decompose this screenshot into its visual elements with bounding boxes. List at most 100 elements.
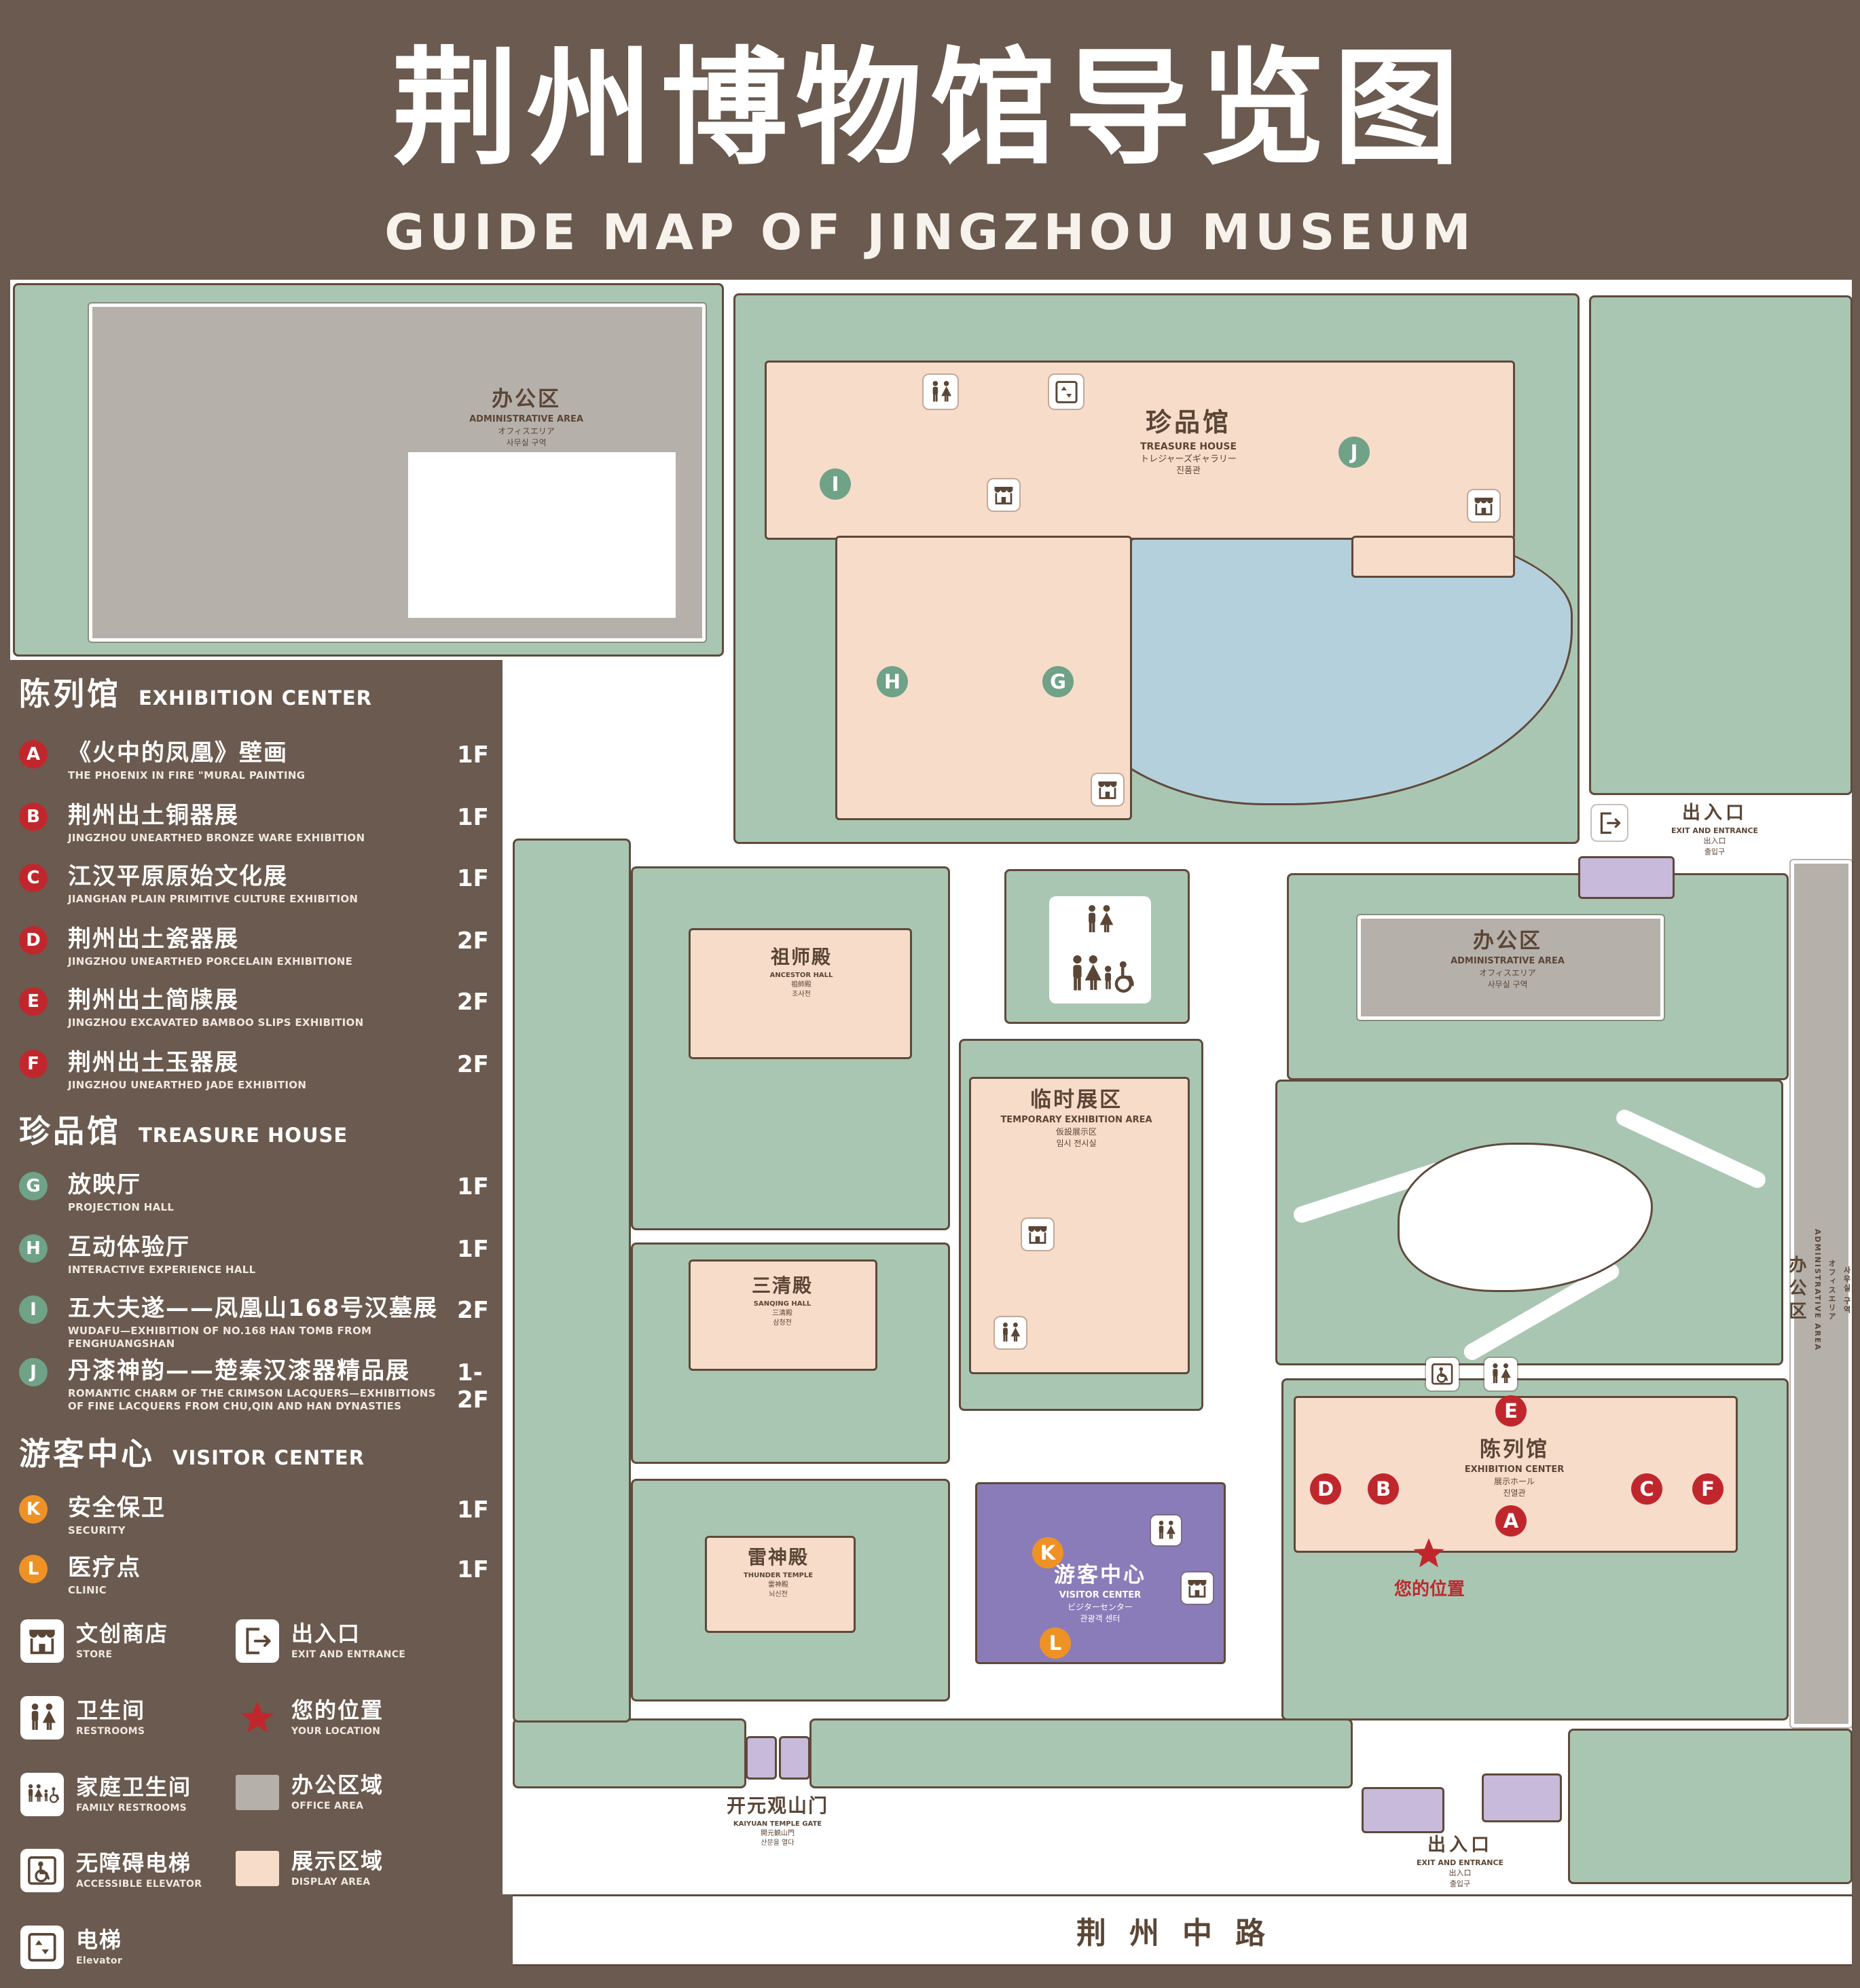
- lawn-southeast: [1568, 1729, 1853, 1884]
- legend-item-D: D 荆州出土瓷器展 JINGZHOU UNEARTHED PORCELAIN E…: [19, 925, 494, 968]
- legend-symbol-office-area: 办公区域 OFFICE AREA: [236, 1773, 384, 1812]
- legend-symbol-elevator: 电梯 Elevator: [20, 1926, 122, 1969]
- marker-F: F: [1692, 1473, 1724, 1505]
- legend-symbol-restrooms: 卫生间 RESTROOMS: [20, 1696, 145, 1740]
- legend-section-visitor-center: 游客中心 VISITOR CENTER: [19, 1435, 365, 1472]
- floor-badge: 1F: [457, 1236, 489, 1263]
- marker-A: A: [19, 740, 48, 769]
- legend-symbol-display-area: 展示区域 DISPLAY AREA: [236, 1849, 384, 1888]
- store-icon: [1182, 1572, 1213, 1604]
- entrance-building-south-left: [1362, 1787, 1444, 1833]
- legend-item-G: G 放映厅 PROJECTION HALL 1F: [19, 1171, 494, 1214]
- sanqing-hall-building: [689, 1259, 877, 1371]
- admin-building-far-east: [1791, 860, 1852, 1727]
- marker-F: F: [19, 1050, 48, 1078]
- lawn-west-strip: [513, 839, 631, 1723]
- admin-building-northwest: [89, 303, 706, 642]
- legend-item-C: C 江汉平原原始文化展 JIANGHAN PLAIN PRIMITIVE CUL…: [19, 863, 494, 906]
- legend-item-F: F 荆州出土玉器展 JINGZHOU UNEARTHED JADE EXHIBI…: [19, 1049, 494, 1092]
- floor-badge: 1F: [457, 741, 489, 769]
- floor-badge: 1F: [457, 1556, 489, 1583]
- restroom-icon: [995, 1317, 1026, 1348]
- legend-section-exhibition-center: 陈列馆 EXHIBITION CENTER: [19, 676, 373, 712]
- page-title: 荆州博物馆导览图: [392, 35, 1468, 182]
- ancestor-hall-label: 祖师殿 ANCESTOR HALL 祖師殿 조사전: [769, 946, 833, 999]
- restroom-icon: [20, 1696, 64, 1740]
- lawn-south-center: [809, 1718, 1353, 1788]
- legend-item-A: A 《火中的凤凰》壁画 THE PHOENIX IN FIRE "MURAL P…: [19, 739, 494, 782]
- store-icon: [1022, 1219, 1053, 1250]
- exhibition-center-label: 陈列馆 EXHIBITION CENTER 展示ホール 진열관: [1464, 1437, 1565, 1498]
- floor-badge: 2F: [457, 1297, 489, 1324]
- admin-far-east-label: 办公区 ADMINISTRATIVE AREA オフィスエリア 사무실 구역: [1786, 1228, 1851, 1351]
- marker-J: J: [19, 1358, 48, 1386]
- marker-L: L: [19, 1555, 48, 1583]
- legend-section-treasure-house: 珍品馆 TREASURE HOUSE: [19, 1113, 348, 1149]
- office-area-swatch: [236, 1775, 279, 1811]
- lawn-south-left: [513, 1718, 746, 1788]
- floor-badge: 2F: [457, 927, 489, 955]
- your-location-star-icon: [236, 1696, 279, 1740]
- store-icon: [988, 479, 1019, 511]
- ancestor-hall-building: [689, 928, 912, 1059]
- display-area-swatch: [236, 1851, 279, 1887]
- marker-E: E: [1495, 1395, 1527, 1426]
- restroom-icon: [924, 375, 958, 409]
- road-jingzhou-middle: 荆州中路: [513, 1894, 1852, 1966]
- marker-K: K: [1032, 1537, 1063, 1568]
- exit-south-label: 出入口 EXIT AND ENTRANCE 出入口 출입구: [1416, 1835, 1504, 1888]
- marker-J: J: [1338, 437, 1370, 468]
- floor-badge: 1-2F: [457, 1359, 489, 1414]
- legend-item-J: J 丹漆神韵——楚秦汉漆器精品展 ROMANTIC CHARM OF THE C…: [19, 1357, 494, 1414]
- marker-I: I: [820, 468, 851, 500]
- treasure-house-label: 珍品馆 TREASURE HOUSE トレジャーズギャラリー 진품관: [1139, 407, 1237, 477]
- entrance-building-south-right: [1482, 1773, 1562, 1822]
- lawn-northeast: [1589, 295, 1853, 795]
- sanqing-hall-label: 三清殿 SANQING HALL 三清殿 삼청전: [751, 1274, 813, 1327]
- legend-item-H: H 互动体验厅 INTERACTIVE EXPERIENCE HALL 1F: [19, 1234, 494, 1276]
- treasure-house-annex: [1351, 536, 1515, 578]
- admin-building-east: [1357, 915, 1664, 1020]
- legend-item-K: K 安全保卫 SECURITY 1F: [19, 1494, 494, 1537]
- kaiyuan-gate-label: 开元观山门 KAIYUAN TEMPLE GATE 開元観山門 산문을 열다: [726, 1794, 828, 1847]
- marker-I: I: [19, 1295, 48, 1324]
- floor-badge: 1F: [457, 804, 489, 831]
- road-label: 荆州中路: [1076, 1916, 1288, 1951]
- header: 荆州博物馆导览图 GUIDE MAP OF JINGZHOU MUSEUM: [0, 5, 1860, 261]
- marker-A: A: [1495, 1505, 1527, 1536]
- restroom-icon: [1151, 1515, 1181, 1545]
- legend-symbol-exit: 出入口 EXIT AND ENTRANCE: [236, 1619, 405, 1663]
- marker-G: G: [19, 1172, 48, 1200]
- store-icon: [20, 1619, 64, 1663]
- marker-B: B: [19, 803, 48, 831]
- floor-badge: 1F: [457, 1173, 489, 1200]
- accessible-elevator-icon: [20, 1849, 64, 1892]
- legend-item-E: E 荆州出土简牍展 JINGZHOU EXCAVATED BAMBOO SLIP…: [19, 987, 494, 1029]
- marker-H: H: [19, 1234, 48, 1263]
- marker-H: H: [877, 666, 908, 697]
- legend-item-I: I 五大夫遂——凤凰山168号汉墓展 WUDAFU—EXHIBITION OF …: [19, 1295, 494, 1350]
- legend-item-B: B 荆州出土铜器展 JINGZHOU UNEARTHED BRONZE WARE…: [19, 802, 494, 845]
- marker-L: L: [1040, 1627, 1071, 1659]
- marker-K: K: [19, 1495, 48, 1524]
- entrance-building-ne: [1578, 856, 1675, 899]
- floor-badge: 2F: [457, 1051, 489, 1078]
- marker-G: G: [1042, 666, 1074, 697]
- legend-symbol-accessible-elevator: 无障碍电梯 ACCESSIBLE ELEVATOR: [20, 1849, 202, 1892]
- accessible-elevator-icon: [1426, 1358, 1459, 1391]
- admin-east-label: 办公区 ADMINISTRATIVE AREA オフィスエリア 사무실 구역: [1451, 929, 1565, 989]
- exit-icon: [1592, 805, 1627, 841]
- restroom-block: [1049, 896, 1151, 1004]
- legend-symbol-your-location: 您的位置 YOUR LOCATION: [236, 1696, 384, 1740]
- marker-C: C: [19, 864, 48, 892]
- gate-pillar-right: [779, 1736, 810, 1780]
- treasure-house-building: [765, 361, 1515, 540]
- elevator-icon: [20, 1926, 64, 1969]
- gate-pillar-left: [746, 1736, 777, 1780]
- legend-symbol-store: 文创商店 STORE: [20, 1619, 168, 1663]
- store-icon: [1468, 490, 1499, 521]
- exit-icon: [236, 1619, 279, 1663]
